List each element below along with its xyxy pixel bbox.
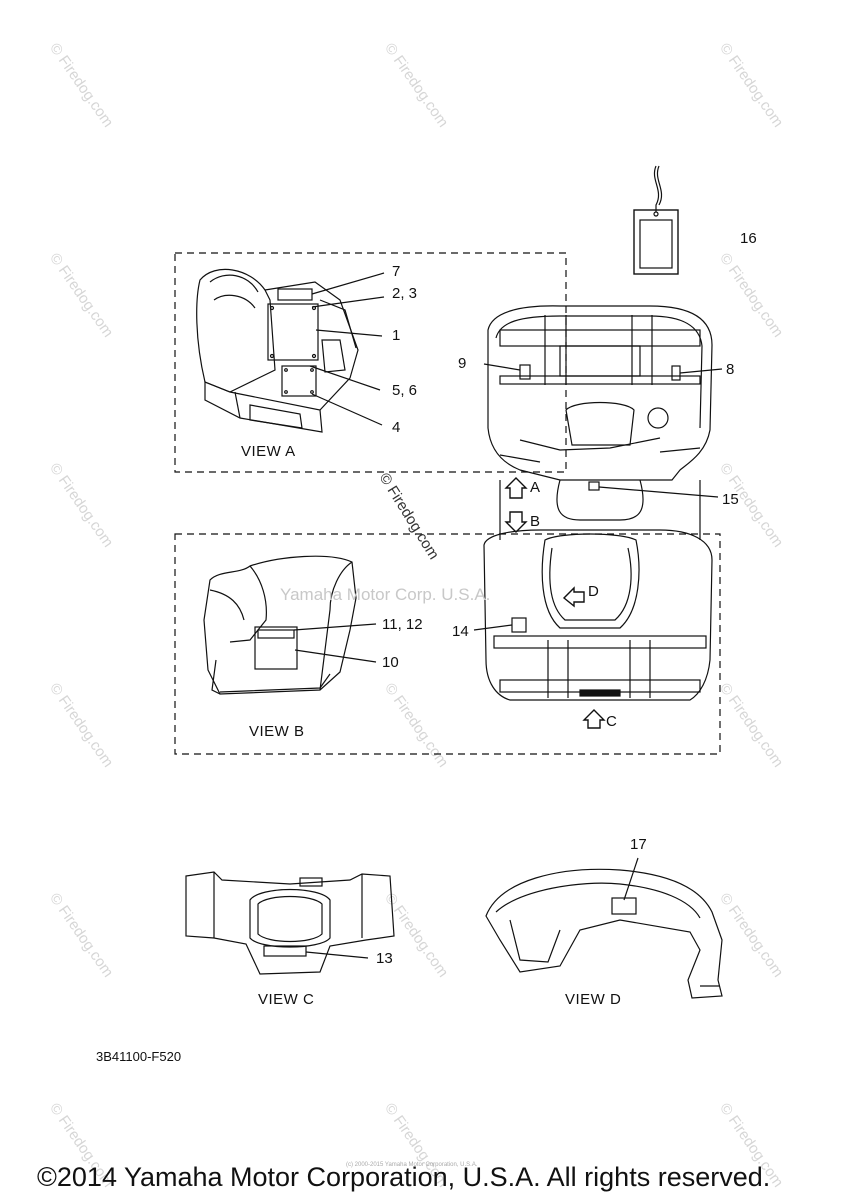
arrow-label-b: B: [530, 513, 541, 530]
watermark-yamaha: Yamaha Motor Corp. U.S.A.: [280, 585, 491, 604]
callout-13: 13: [376, 950, 393, 967]
view-a-label: VIEW A: [241, 443, 296, 460]
watermark-tiny: (c) 2000-2015 Yamaha Motor Corporation, …: [346, 1162, 478, 1168]
callout-9: 9: [458, 355, 467, 372]
hang-tag-drawing: [633, 165, 679, 275]
copyright-footer: ©2014 Yamaha Motor Corporation, U.S.A. A…: [37, 1162, 771, 1192]
atv-top-view-drawing: [473, 305, 723, 701]
arrow-label-d: D: [588, 583, 599, 600]
direction-arrows: [504, 477, 606, 729]
view-a-fender-drawing: [196, 268, 385, 433]
view-d-label: VIEW D: [565, 991, 622, 1008]
callout-17: 17: [630, 836, 647, 853]
view-b-frame: [174, 533, 721, 755]
callout-11-12: 11, 12: [382, 616, 423, 633]
view-b-fender-drawing: [203, 555, 377, 695]
callout-16: 16: [740, 230, 757, 247]
callout-7: 7: [392, 263, 401, 280]
arrow-label-c: C: [606, 713, 617, 730]
callout-5-6: 5, 6: [392, 382, 418, 399]
view-c-drawing: [185, 871, 395, 975]
callout-2-3: 2, 3: [392, 285, 418, 302]
callout-14: 14: [452, 623, 469, 640]
part-code: 3B41100-F520: [96, 1049, 182, 1064]
callout-1: 1: [392, 327, 401, 344]
view-b-label: VIEW B: [249, 723, 305, 740]
view-c-label: VIEW C: [258, 991, 315, 1008]
callout-10: 10: [382, 654, 399, 671]
callout-4: 4: [392, 419, 401, 436]
callout-8: 8: [726, 361, 735, 378]
view-d-drawing: [485, 857, 723, 999]
callout-15: 15: [722, 491, 739, 508]
view-a-frame: [174, 252, 567, 473]
arrow-label-a: A: [530, 479, 541, 496]
